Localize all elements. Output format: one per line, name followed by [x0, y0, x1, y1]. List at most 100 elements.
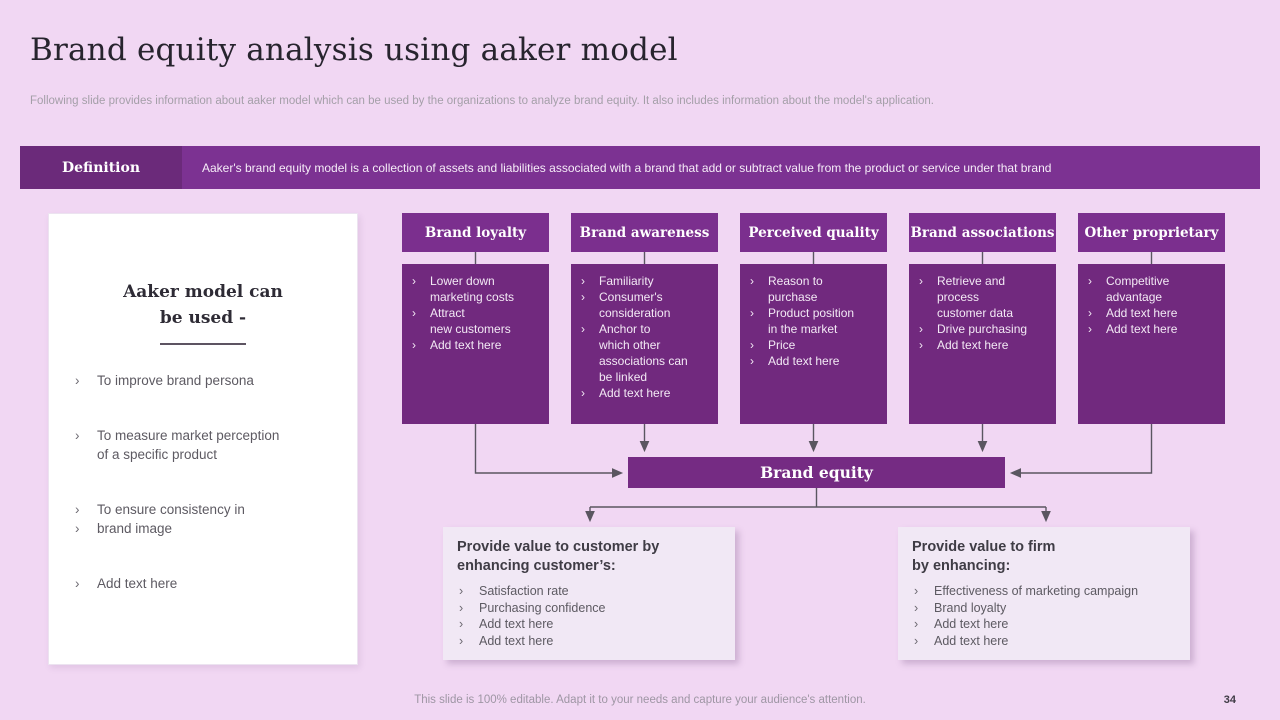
brand-equity-box: Brand equity	[628, 457, 1005, 488]
list-item: › To ensure consistency in	[75, 500, 339, 519]
chevron-bullet-icon: ›	[1088, 306, 1092, 320]
list-item: › Anchor to which other associations can …	[581, 321, 712, 385]
list-item: › Product position in the market	[750, 305, 881, 337]
column-other-proprietary: Other proprietary › Competitive advantage…	[1078, 213, 1225, 424]
column-body: ›Retrieve and process customer data › Dri…	[909, 264, 1056, 424]
brand-equity-label: Brand equity	[760, 463, 873, 482]
chevron-bullet-icon: ›	[914, 584, 919, 598]
list-item: ›Add text here	[919, 337, 1050, 353]
list-item-text: Add text here	[1106, 322, 1178, 336]
chevron-bullet-icon: ›	[914, 633, 919, 648]
list-item-text: Anchor to which other associations can b…	[599, 322, 688, 384]
list-item-text: Lower down marketing costs	[430, 274, 515, 304]
list-item: › Add text here	[75, 574, 339, 593]
chevron-bullet-icon: ›	[1088, 322, 1092, 336]
customer-value-box: Provide value to customer by enhancing c…	[443, 527, 735, 660]
aaker-usage-list: › To improve brand persona › To measure …	[49, 371, 357, 593]
list-item: › Add text here	[1088, 305, 1219, 321]
list-item: ›Consumer's consideration	[581, 289, 712, 321]
heading-underline	[160, 343, 246, 345]
list-item-text: Effectiveness of marketing campaign	[934, 584, 1139, 598]
list-item-text: Purchasing confidence	[479, 600, 606, 615]
chevron-bullet-icon: ›	[750, 338, 754, 352]
list-item: › Add text here	[581, 385, 712, 401]
list-item: ›Retrieve and process customer data	[919, 273, 1050, 321]
list-item: › Lower down marketing costs	[412, 273, 543, 305]
chevron-bullet-icon: ›	[75, 373, 80, 388]
chevron-bullet-icon: ›	[750, 274, 754, 288]
list-item-text: Familiarity	[599, 274, 654, 288]
list-item-text: Reason to purchase	[768, 274, 823, 304]
list-item-text: Add text here	[430, 338, 502, 352]
list-item: › Familiarity	[581, 273, 712, 289]
list-item: ›Attract new customers	[412, 305, 543, 337]
chevron-bullet-icon: ›	[581, 274, 585, 288]
list-item-text: To measure market perception of a specif…	[97, 428, 280, 462]
list-item-text: To ensure consistency in	[97, 502, 245, 517]
chevron-bullet-icon: ›	[75, 428, 80, 443]
list-item-text: Add text here	[97, 576, 178, 591]
aaker-usage-heading: Aaker model can be used -	[123, 282, 283, 328]
footer-note: This slide is 100% editable. Adapt it to…	[414, 694, 866, 706]
chevron-bullet-icon: ›	[581, 386, 585, 400]
column-header: Perceived quality	[740, 213, 887, 252]
list-item: › Add text here	[412, 337, 543, 353]
column-brand-loyalty: Brand loyalty › Lower down marketing cost…	[402, 213, 549, 424]
column-header: Brand awareness	[571, 213, 718, 252]
chevron-bullet-icon: ›	[914, 600, 919, 615]
list-item-text: Drive purchasing	[937, 322, 1028, 336]
list-item-text: Retrieve and process customer data	[937, 274, 1014, 320]
column-body: › Reason to purchase › Product position in…	[740, 264, 887, 424]
column-brand-awareness: Brand awareness ›Familiarity ›Consumer's…	[571, 213, 718, 424]
customer-value-heading: Provide value to customer by enhancing c…	[457, 539, 660, 574]
list-item: ›Add text here	[750, 353, 881, 369]
list-item-text: Add text here	[937, 338, 1009, 352]
definition-label: Definition	[20, 146, 182, 189]
list-item-text: brand image	[97, 521, 173, 536]
column-perceived-quality: Perceived quality › Reason to purchase › P…	[740, 213, 887, 424]
list-item-text: Product position in the market	[768, 306, 855, 336]
chevron-bullet-icon: ›	[459, 633, 464, 648]
list-item-text: Add text here	[1106, 306, 1178, 320]
list-item-text: Add text here	[599, 386, 671, 400]
list-item-text: Add text here	[479, 633, 554, 648]
chevron-bullet-icon: ›	[581, 322, 585, 336]
list-item-text: Competitive advantage	[1106, 274, 1170, 304]
chevron-bullet-icon: ›	[412, 274, 416, 288]
chevron-bullet-icon: ›	[459, 600, 464, 615]
aaker-usage-card: Aaker model can be used - › To improve b…	[48, 213, 358, 665]
list-item: › Price	[750, 337, 881, 353]
list-item-text: Consumer's consideration	[599, 290, 671, 320]
chevron-bullet-icon: ›	[412, 338, 416, 352]
list-item: ›Satisfaction rate	[457, 583, 721, 600]
column-body: ›Familiarity ›Consumer's consideration ›…	[571, 264, 718, 424]
firm-value-box: Provide value to firm by enhancing: › Eff…	[898, 527, 1190, 660]
list-item: › brand image	[75, 519, 339, 538]
chevron-bullet-icon: ›	[750, 354, 754, 368]
list-item: ›Add text here	[912, 633, 1176, 650]
column-header: Brand loyalty	[402, 213, 549, 252]
chevron-bullet-icon: ›	[914, 617, 919, 631]
list-item: › Competitive advantage	[1088, 273, 1219, 305]
column-brand-associations: Brand associations ›Retrieve and process…	[909, 213, 1056, 424]
slide-subtitle: Following slide provides information abo…	[30, 95, 934, 107]
chevron-bullet-icon: ›	[75, 502, 80, 517]
list-item: › Effectiveness of marketing campaign	[912, 583, 1176, 600]
list-item: › To measure market perception of a spec…	[75, 426, 339, 464]
list-item: › To improve brand persona	[75, 371, 339, 390]
chevron-bullet-icon: ›	[75, 576, 80, 591]
list-item: › Brand loyalty	[912, 600, 1176, 617]
list-item-text: To improve brand persona	[97, 373, 254, 388]
chevron-bullet-icon: ›	[750, 306, 754, 320]
chevron-bullet-icon: ›	[75, 521, 80, 536]
definition-bar: Definition Aaker's brand equity model is…	[20, 146, 1260, 189]
column-header: Other proprietary	[1078, 213, 1225, 252]
list-item-text: Price	[768, 338, 796, 352]
firm-value-heading: Provide value to firm by enhancing:	[912, 539, 1056, 574]
list-item: › Add text here	[457, 633, 721, 650]
list-item-text: Brand loyalty	[934, 600, 1007, 615]
chevron-bullet-icon: ›	[1088, 274, 1092, 288]
chevron-bullet-icon: ›	[919, 322, 923, 336]
list-item: ›Add text here	[457, 616, 721, 633]
list-item: › Reason to purchase	[750, 273, 881, 305]
